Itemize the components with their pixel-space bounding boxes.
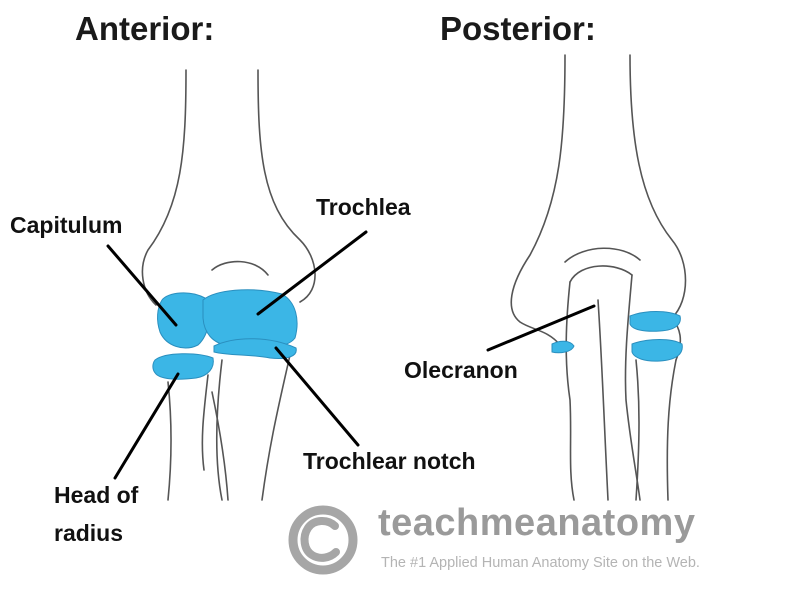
head-of-radius-label-line2: radius bbox=[54, 520, 124, 546]
posterior-humerus-left-outline bbox=[510, 54, 566, 346]
posterior-radius-left-outline bbox=[635, 359, 640, 501]
trochlear-notch-pointer bbox=[274, 346, 360, 447]
anterior-cartilage bbox=[152, 289, 298, 380]
posterior-bones bbox=[510, 54, 687, 501]
capitulum-pointer bbox=[106, 244, 178, 327]
trochlear-notch-label: Trochlear notch bbox=[303, 448, 476, 474]
anterior-ulna-inner-line bbox=[211, 391, 229, 501]
anterior-ulna-right-outline bbox=[261, 354, 291, 501]
anterior-humerus-left-outline bbox=[141, 69, 187, 306]
pointer-lines bbox=[106, 230, 596, 480]
olecranon-pointer bbox=[486, 304, 596, 352]
posterior-radius-right-outline bbox=[666, 359, 677, 501]
trochlea-label: Trochlea bbox=[316, 194, 411, 220]
posterior-radial-head-cartilage bbox=[631, 339, 683, 362]
posterior-ulna-inner-line bbox=[597, 299, 609, 501]
trochlea-cartilage bbox=[202, 289, 298, 349]
copyright-logo-icon bbox=[288, 505, 358, 575]
watermark-brand-name: teachmeanatomy bbox=[378, 502, 696, 544]
watermark-tagline: The #1 Applied Human Anatomy Site on the… bbox=[381, 555, 700, 571]
anterior-coronoid-outline bbox=[211, 260, 269, 276]
posterior-cartilage bbox=[551, 311, 683, 362]
posterior-trochlea-cartilage bbox=[551, 340, 575, 354]
olecranon-outline bbox=[569, 265, 633, 283]
capitulum-cartilage bbox=[157, 292, 210, 349]
posterior-ulna-right-outline bbox=[624, 274, 641, 501]
anterior-heading: Anterior: bbox=[75, 10, 215, 47]
head-of-radius-pointer bbox=[113, 372, 180, 480]
trochlear-notch-cartilage bbox=[213, 338, 297, 359]
trochlea-pointer bbox=[256, 230, 368, 316]
posterior-heading: Posterior: bbox=[440, 10, 596, 47]
anterior-humerus-right-outline bbox=[257, 69, 316, 303]
anterior-ulna-left-outline bbox=[215, 359, 223, 501]
anterior-radius-left-outline bbox=[167, 381, 172, 501]
head-of-radius-label-line1: Head of bbox=[54, 482, 139, 508]
capitulum-label: Capitulum bbox=[10, 212, 123, 238]
olecranon-label: Olecranon bbox=[404, 357, 518, 383]
radial-head-cartilage bbox=[152, 353, 214, 380]
anterior-radius-right-outline bbox=[201, 374, 209, 471]
olecranon-fossa-outline bbox=[564, 247, 641, 263]
posterior-capitulum-cartilage bbox=[629, 311, 681, 332]
anterior-bones bbox=[141, 69, 316, 501]
posterior-humerus-right-outline bbox=[629, 54, 687, 319]
